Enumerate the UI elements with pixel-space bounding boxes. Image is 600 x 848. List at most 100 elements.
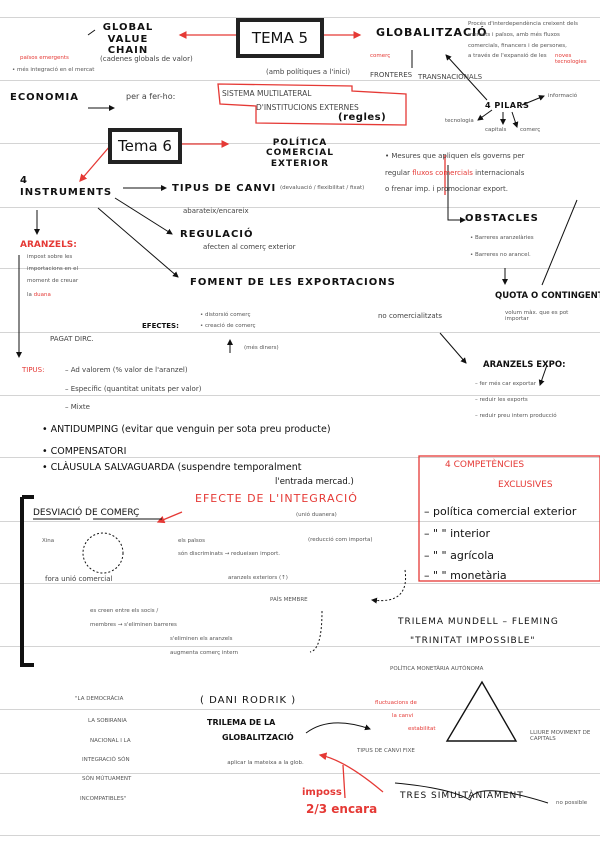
tema6-title: Tema 6 bbox=[118, 137, 172, 155]
glob-def-3: comercials, financers i de persones, bbox=[468, 43, 567, 49]
desviacio-comerc: DESVIACIÓ DE COMERÇ bbox=[33, 508, 140, 518]
quote-line: INCOMPATIBLES" bbox=[80, 796, 127, 802]
gvc-note: (cadenes globals de valor) bbox=[100, 55, 193, 63]
aranzels-def: la bbox=[27, 292, 32, 298]
quote-line: LA SOBIRANIA bbox=[88, 718, 127, 724]
integracio-note: els països bbox=[178, 538, 206, 544]
tres-simultaniament: TRES SIMULTÀNIAMENT bbox=[400, 791, 524, 801]
trilema-red-note: fluctuacions de bbox=[375, 700, 417, 706]
integracio-note: membres → s'eliminen barreres bbox=[90, 622, 177, 628]
integracio-note: (reducció com importa) bbox=[308, 537, 373, 543]
aranzels-duana: duana bbox=[33, 292, 51, 298]
tipus-canvi: TIPUS DE CANVI bbox=[172, 183, 277, 194]
foment-note: no comercialitzats bbox=[378, 312, 442, 320]
glob-red-left: comerç bbox=[370, 53, 391, 59]
dani-rodrik: ( DANI RODRIK ) bbox=[200, 695, 297, 706]
glob-def-1: Procés d'interdependència creixent dels bbox=[468, 21, 578, 27]
obstacle-barreres-no-arancel: • Barreres no arancel. bbox=[470, 252, 531, 258]
dos-tres-encara: 2/3 encara bbox=[306, 802, 378, 816]
competencia-item: – " " agrícola bbox=[424, 549, 494, 562]
tipus-canvi-sub: abarateix/encareix bbox=[183, 207, 249, 215]
ruled-line bbox=[0, 521, 600, 522]
competencies-title: 4 COMPETÈNCIES bbox=[445, 460, 525, 470]
competencia-item: – " " monetària bbox=[424, 569, 507, 582]
gvc-red-note: països emergents bbox=[20, 55, 69, 61]
tipus-especific: – Específic (quantitat unitats per valor… bbox=[65, 385, 202, 393]
efecte-creacio: • creació de comerç bbox=[200, 323, 256, 329]
competencies-subtitle: EXCLUSIVES bbox=[498, 480, 553, 490]
compensatori: • COMPENSATORI bbox=[42, 446, 127, 457]
trilema-globalitzacio: TRILEMA DE LA bbox=[207, 718, 276, 727]
aranzels-expo: ARANZELS EXPO: bbox=[483, 360, 566, 370]
politica-def-2a: regular bbox=[385, 169, 411, 177]
gvc-sub-note: • més integració en el mercat bbox=[12, 67, 95, 73]
no-possible: no possible bbox=[556, 800, 588, 806]
clausula-salvaguarda: • CLÀUSULA SALVAGUARDA (suspendre tempor… bbox=[42, 462, 302, 473]
obstacles: OBSTACLES bbox=[465, 213, 539, 224]
competencia-item: – política comercial exterior bbox=[424, 505, 577, 518]
politica-def-1: • Mesures que apliquen els governs per bbox=[385, 152, 525, 160]
glob-left-note: (amb polítiques a l'inici) bbox=[266, 68, 351, 76]
integracio-note: es creen entre els socis / bbox=[90, 608, 159, 614]
quota-contingent: QUOTA O CONTINGENT bbox=[495, 291, 600, 301]
trinitat-impossible: "TRINITAT IMPOSSIBLE" bbox=[410, 636, 536, 646]
transnacionals: TRANSNACIONALS bbox=[418, 73, 483, 81]
pilars: 4 PILARS bbox=[485, 101, 530, 110]
integracio-note: aranzels exteriors (↑) bbox=[228, 575, 288, 581]
tipus-canvi-fixe: TIPUS DE CANVI FIXE bbox=[357, 748, 415, 754]
ruled-line bbox=[0, 207, 600, 208]
ruled-line bbox=[0, 17, 600, 18]
ruled-line bbox=[0, 835, 600, 836]
regles: (regles) bbox=[338, 112, 387, 123]
antidumping: • ANTIDUMPING (evitar que venguin per so… bbox=[42, 424, 331, 435]
ruled-line bbox=[0, 395, 600, 396]
quote-line: SÓN MÚTUAMENT bbox=[82, 776, 132, 782]
quote-line: NACIONAL I LA bbox=[90, 738, 131, 744]
tipus-label: TIPUS: bbox=[22, 366, 45, 374]
aranzels-def: impost sobre les bbox=[27, 254, 73, 260]
tipus-mixte: – Mixte bbox=[65, 403, 90, 411]
pilar-informacio: informació bbox=[548, 93, 578, 99]
obstacle-barreres-arancel: • Barreres aranzelàries bbox=[470, 235, 534, 241]
ruled-line bbox=[0, 332, 600, 333]
tema6-title-box: Tema 6 bbox=[108, 128, 182, 164]
xina-label: Xina bbox=[42, 538, 55, 544]
tipus-ad-valorem: – Ad valorem (% valor de l'aranzel) bbox=[65, 366, 188, 374]
quote-line: INTEGRACIÓ SÓN bbox=[82, 757, 130, 763]
ruled-line bbox=[0, 646, 600, 647]
pilar-comerc: comerç bbox=[520, 127, 541, 133]
trilema-note: aplicar la mateixa a la glob. bbox=[227, 760, 304, 766]
pilar-tecnologia: tecnologia bbox=[445, 118, 474, 124]
efecte-integracio-title: EFECTE DE L'INTEGRACIÓ bbox=[195, 492, 358, 505]
regulacio-note: afecten al comerç exterior bbox=[203, 243, 296, 251]
aranzels-sub: PAGAT DIRC. bbox=[50, 335, 94, 343]
instruments: 4 INSTRUMENTS bbox=[20, 175, 113, 198]
sistema-multilateral: SISTEMA MULTILATERAL bbox=[222, 89, 312, 98]
politica-comercial-title: POLÍTICA COMERCIAL EXTERIOR bbox=[266, 138, 334, 169]
expo-item: – reduir les exports bbox=[475, 397, 528, 403]
glob-def-2: mercats i països, amb més fluxos bbox=[468, 32, 560, 38]
global-value-chain: GLOBAL VALUE CHAIN bbox=[102, 22, 154, 56]
aranzels-def: moment de creuar bbox=[27, 278, 79, 284]
expo-item: – fer més car exportar bbox=[475, 381, 537, 387]
efecte-distorsio: • distorsió comerç bbox=[200, 312, 251, 318]
ruled-line bbox=[0, 773, 600, 774]
competencia-item: – " " interior bbox=[424, 527, 491, 540]
lliure-moviment-capitals: LLIURE MOVIMENT DE CAPITALS bbox=[530, 730, 591, 743]
quote-line: "LA DEMOCRÀCIA bbox=[75, 696, 124, 702]
trilema-globalitzacio-2: GLOBALITZACIÓ bbox=[222, 733, 294, 742]
pilar-capitals: capitals bbox=[485, 127, 507, 133]
globalitzacio-title: GLOBALITZACIÓ bbox=[376, 26, 488, 39]
pais-membre: PAÍS MEMBRE bbox=[270, 597, 308, 603]
clausula-salvaguarda-2: l'entrada mercad.) bbox=[275, 477, 354, 487]
ruled-line bbox=[0, 143, 600, 144]
tema5-title-box: TEMA 5 bbox=[236, 18, 324, 58]
regulacio: REGULACIÓ bbox=[180, 229, 254, 240]
integracio-note: augmenta comerç intern bbox=[170, 650, 239, 656]
integracio-note: són discriminats → redueixen import. bbox=[178, 551, 281, 557]
efectes-label: EFECTES: bbox=[142, 322, 179, 330]
politica-def-red: fluxos comercials bbox=[412, 169, 473, 177]
ruled-line bbox=[0, 268, 600, 269]
integracio-subtitle: (unió duanera) bbox=[296, 512, 337, 518]
glob-def-red: noves tecnologies bbox=[555, 53, 587, 66]
